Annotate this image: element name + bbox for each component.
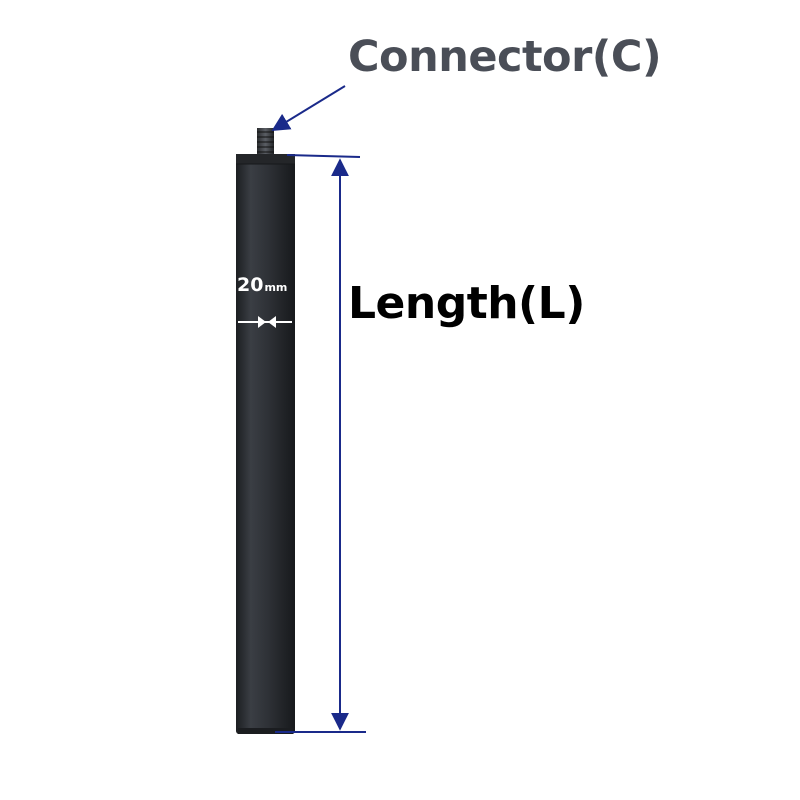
diameter-arrow-right-head (268, 316, 276, 328)
connector-pointer-arrow (271, 85, 346, 131)
length-label: Length(L) (348, 278, 585, 329)
diameter-arrow-left-head (258, 316, 266, 328)
diameter-value: 20 (237, 274, 264, 296)
diameter-unit: mm (264, 281, 288, 294)
length-top-extension (286, 154, 361, 158)
connector-stud (257, 128, 274, 156)
rod-body (236, 154, 295, 734)
diameter-label: 20mm (237, 276, 287, 295)
connector-label: Connector(C) (348, 32, 662, 82)
